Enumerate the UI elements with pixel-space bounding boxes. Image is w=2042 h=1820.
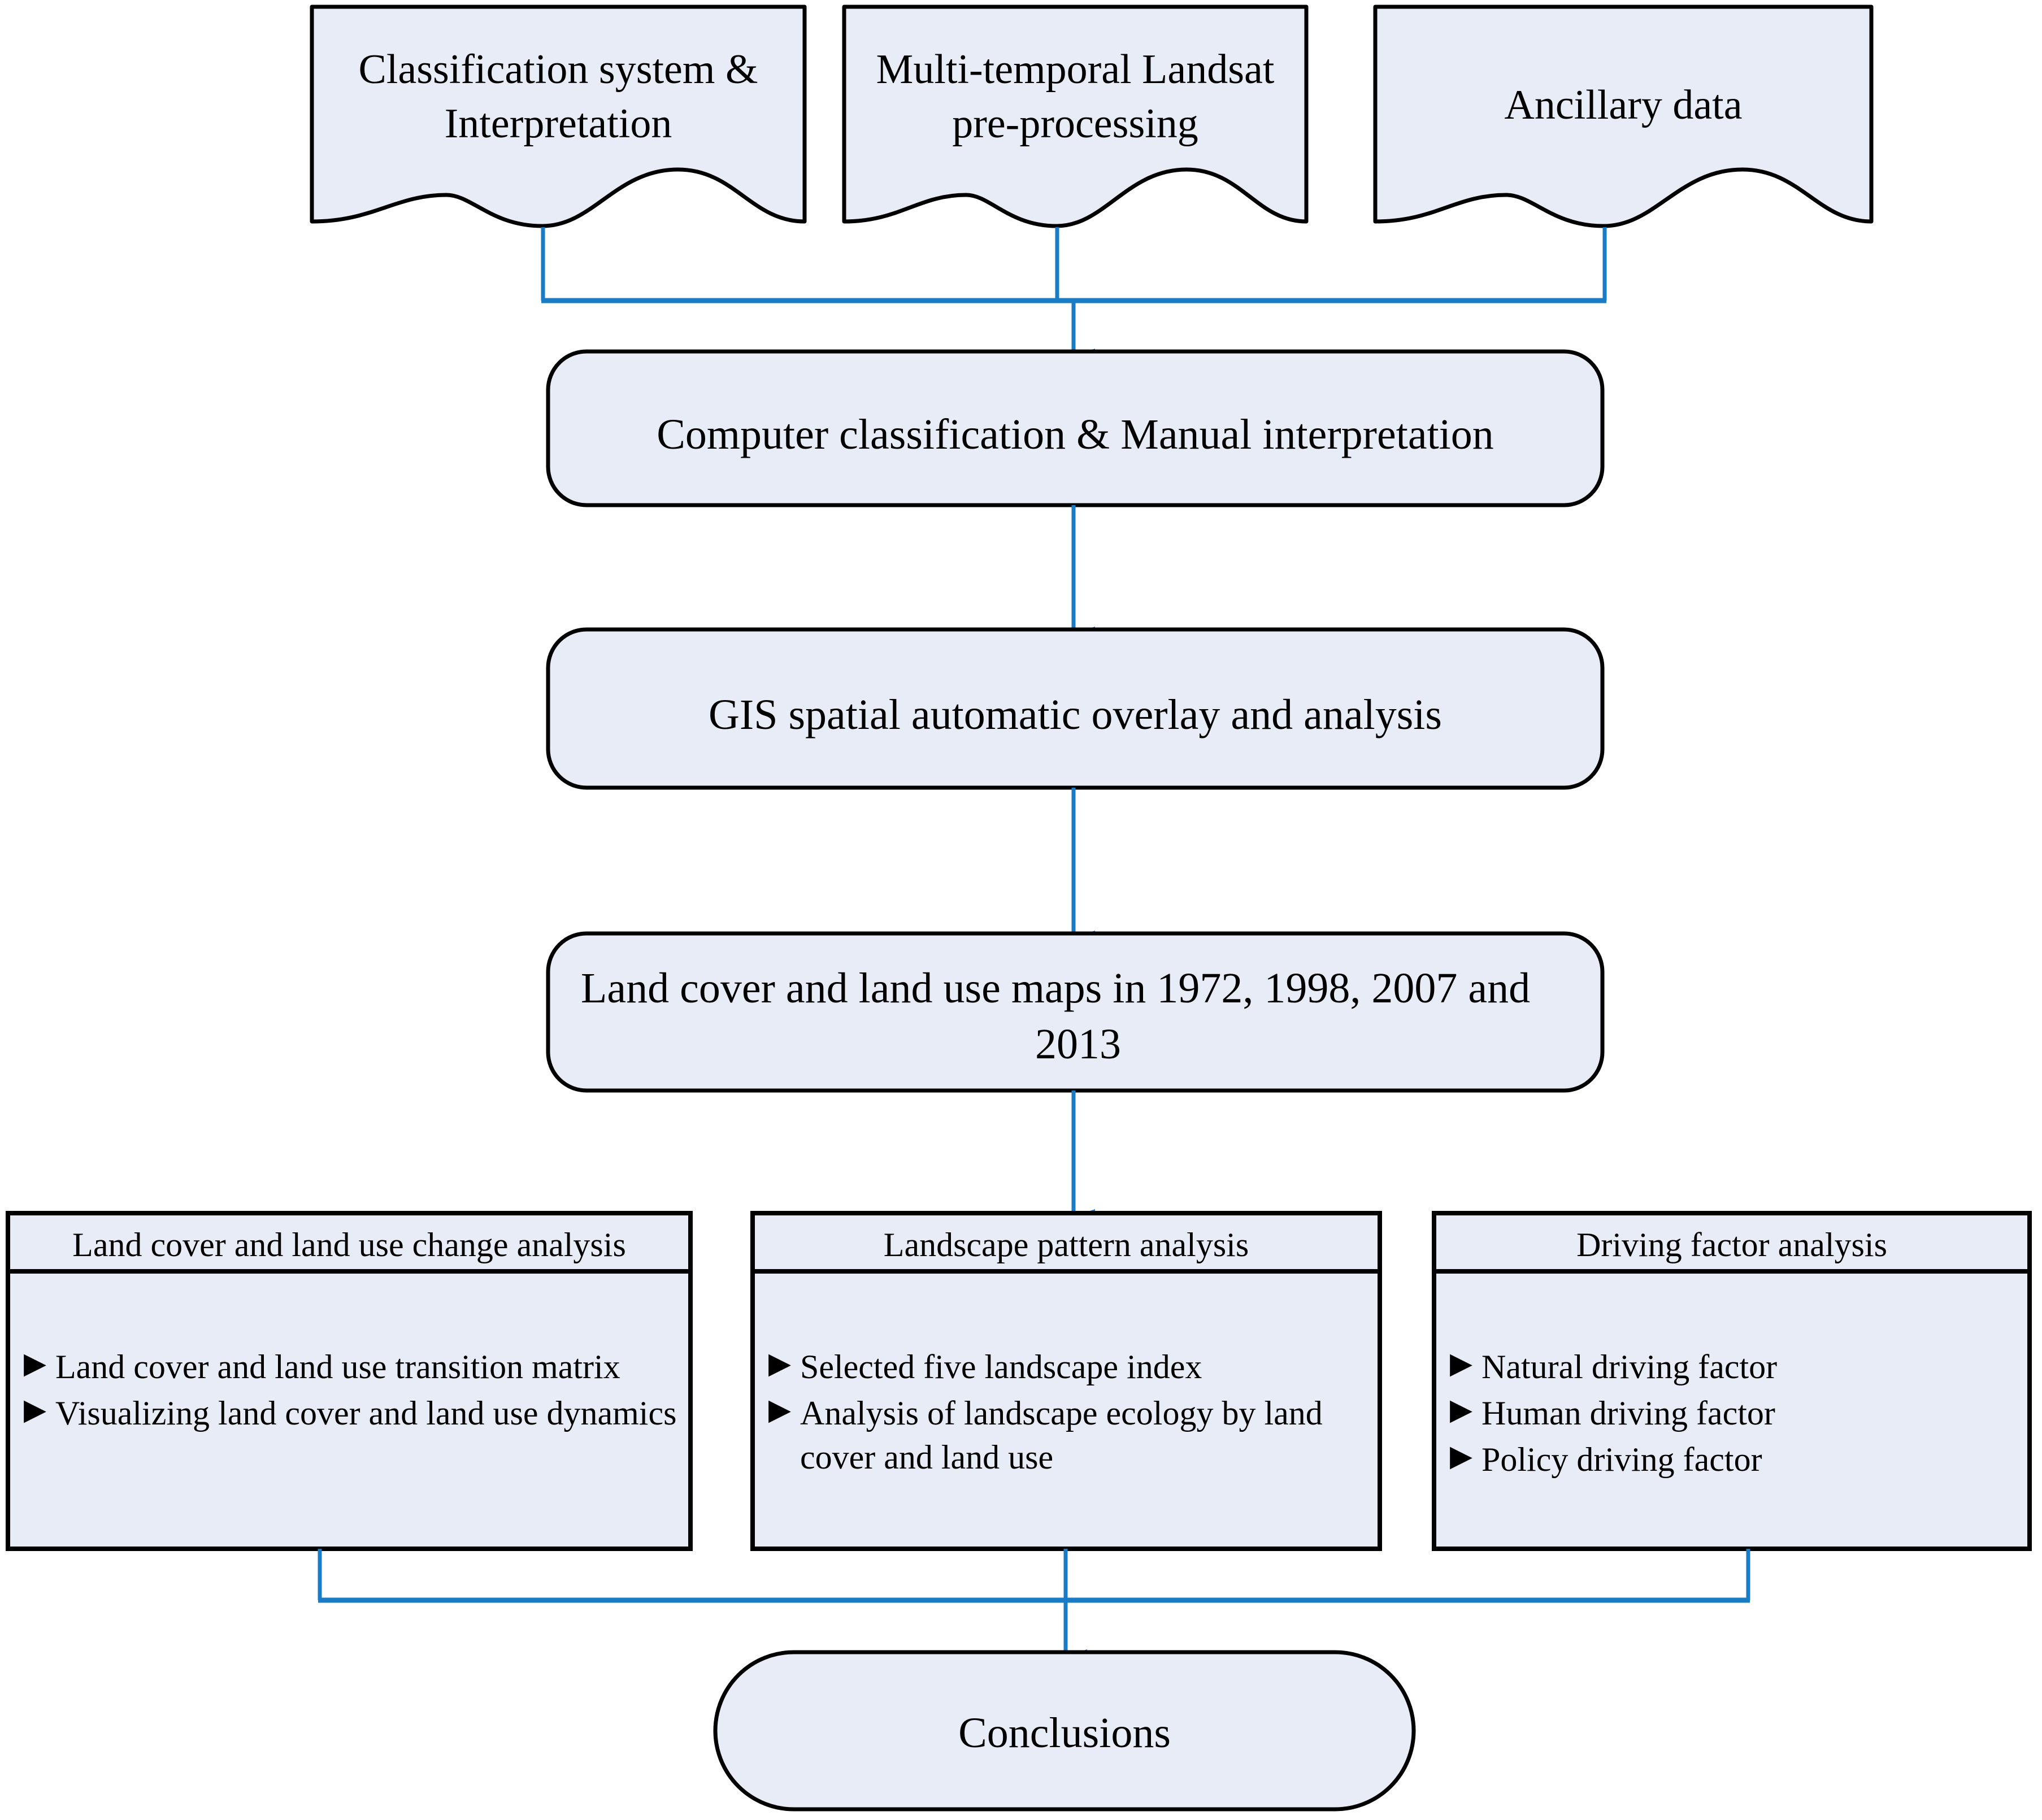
analysis-panel-bullets-change-analysis: ▶ Land cover and land use transition mat… — [24, 1345, 685, 1437]
analysis-panel-header-landscape-pattern: Landscape pattern analysis — [883, 1226, 1249, 1263]
list-item-label: Natural driving factor — [1481, 1348, 1778, 1385]
analysis-panel-change-analysis — [6, 1211, 693, 1551]
bullet-triangle-icon: ▶ — [1450, 1394, 1472, 1426]
input-node-classification-system — [310, 5, 807, 228]
process-label-line-2: 2013 — [1035, 1020, 1121, 1068]
process-label-gis-overlay: GIS spatial automatic overlay and analys… — [709, 691, 1442, 739]
input-label-line-1: Classification system & — [358, 46, 758, 93]
list-item: ▶ Land cover and land use transition mat… — [24, 1345, 685, 1389]
list-item-label: Analysis of landscape ecology by land co… — [800, 1395, 1323, 1476]
input-label-line-1: Ancillary data — [1504, 82, 1743, 128]
input-label-line-2: pre-processing — [952, 101, 1198, 147]
input-label-classification-system: Classification system & Interpretation — [312, 42, 805, 151]
list-item: ▶ Analysis of landscape ecology by land … — [768, 1391, 1373, 1479]
input-label-landsat-preprocessing: Multi-temporal Landsat pre-processing — [844, 42, 1306, 151]
input-label-ancillary-data: Ancillary data — [1375, 78, 1871, 132]
input-label-line-1: Multi-temporal Landsat — [876, 46, 1275, 93]
bullet-triangle-icon: ▶ — [24, 1394, 46, 1426]
list-item: ▶ Visualizing land cover and land use dy… — [24, 1391, 685, 1435]
process-label-landcover-maps: Land cover and land use maps in 1972, 19… — [581, 961, 1575, 1072]
bullet-triangle-icon: ▶ — [768, 1348, 791, 1380]
bullet-triangle-icon: ▶ — [24, 1348, 46, 1380]
analysis-panel-header-change-analysis: Land cover and land use change analysis — [72, 1226, 626, 1263]
analysis-panel-header-driving-factor: Driving factor analysis — [1576, 1226, 1887, 1263]
list-item-label: Land cover and land use transition matri… — [55, 1348, 620, 1385]
conclusion-label: Conclusions — [958, 1709, 1171, 1757]
list-item-label: Selected five landscape index — [800, 1348, 1202, 1385]
list-item: ▶ Human driving factor — [1450, 1391, 2026, 1435]
connector-inputs-to-classification — [541, 227, 1607, 363]
analysis-panel-bullets-driving-factor: ▶ Natural driving factor ▶ Human driving… — [1450, 1345, 2026, 1484]
connector-panels-to-conclusions — [318, 1549, 1750, 1664]
list-item: ▶ Policy driving factor — [1450, 1437, 2026, 1482]
bullet-triangle-icon: ▶ — [1450, 1440, 1472, 1472]
bullet-triangle-icon: ▶ — [768, 1394, 791, 1426]
list-item: ▶ Natural driving factor — [1450, 1345, 2026, 1389]
bullet-triangle-icon: ▶ — [1450, 1348, 1472, 1380]
input-label-line-2: Interpretation — [444, 101, 672, 147]
list-item-label: Visualizing land cover and land use dyna… — [55, 1395, 677, 1432]
process-label-computer-classification: Computer classification & Manual interpr… — [657, 411, 1494, 458]
analysis-panel-bullets-landscape-pattern: ▶ Selected five landscape index ▶ Analys… — [768, 1345, 1373, 1482]
analysis-panel-driving-factor — [1432, 1211, 2032, 1551]
process-label-line-1: Land cover and land use maps in 1972, 19… — [581, 965, 1531, 1012]
input-node-landsat-preprocessing — [842, 5, 1309, 228]
conclusion-node — [713, 1650, 1416, 1812]
list-item-label: Policy driving factor — [1481, 1441, 1762, 1478]
list-item: ▶ Selected five landscape index — [768, 1345, 1373, 1389]
list-item-label: Human driving factor — [1481, 1395, 1775, 1432]
input-node-ancillary-data — [1373, 5, 1874, 228]
